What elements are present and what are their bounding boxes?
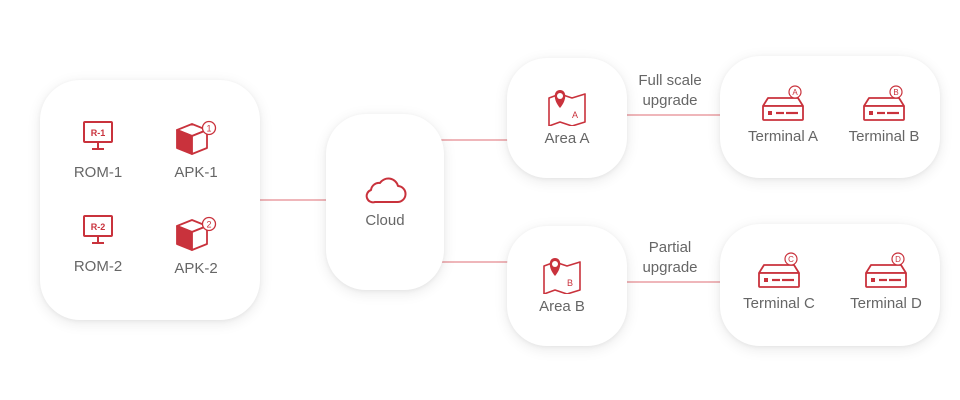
apk-badge: 1 (206, 124, 211, 134)
source-item-rom-1: R-1 ROM-1 (62, 120, 134, 181)
terminal-b-node: B Terminal B (839, 84, 929, 145)
rom-badge: R-2 (91, 222, 106, 232)
terminal-d-node: D Terminal D (841, 251, 931, 312)
cloud-node: Cloud (340, 174, 430, 229)
rom-badge: R-1 (91, 128, 106, 138)
edge-label-line: upgrade (642, 259, 698, 276)
area-b-node: B Area B (517, 254, 607, 315)
terminal-c-node: C Terminal C (734, 251, 824, 312)
edge-label-line: upgrade (642, 92, 698, 109)
map-pin-icon: B (543, 258, 581, 294)
terminal-device-icon: C (758, 252, 800, 288)
terminal-a-node: A Terminal A (738, 84, 828, 145)
source-item-label: APK-1 (174, 164, 218, 181)
source-item-label: ROM-1 (73, 164, 123, 181)
source-item-rom-2: R-2 ROM-2 (62, 214, 134, 275)
terminal-badge: B (893, 88, 898, 97)
terminal-label: Terminal C (743, 295, 815, 312)
edge-label-line: Partial (648, 239, 692, 256)
terminal-label: Terminal B (848, 128, 920, 145)
cloud-icon (365, 177, 407, 204)
area-label: Area A (544, 130, 590, 147)
source-item-label: ROM-2 (73, 258, 123, 275)
terminal-device-icon: A (762, 85, 804, 121)
area-badge: A (572, 110, 578, 120)
terminal-device-icon: D (865, 252, 907, 288)
source-item-label: APK-2 (174, 260, 218, 277)
terminal-device-icon: B (863, 85, 905, 121)
terminal-label: Terminal D (850, 295, 922, 312)
terminal-badge: C (788, 255, 794, 264)
edge-label-partial-upgrade: Partial upgrade (620, 238, 720, 278)
edge-label-line: Full scale (638, 72, 702, 89)
terminal-label: Terminal A (747, 128, 819, 145)
apk-badge: 2 (206, 220, 211, 230)
cloud-label: Cloud (365, 212, 405, 229)
terminal-badge: A (792, 88, 798, 97)
edge-label-full-scale-upgrade: Full scale upgrade (620, 71, 720, 111)
terminal-badge: D (895, 255, 901, 264)
area-a-node: A Area A (522, 86, 612, 147)
package-box-icon: 2 (176, 216, 217, 251)
map-pin-icon: A (548, 90, 586, 126)
area-badge: B (567, 278, 573, 288)
source-item-apk-1: 1 APK-1 (158, 120, 234, 181)
area-label: Area B (539, 298, 585, 315)
monitor-icon: R-2 (83, 215, 113, 244)
package-box-icon: 1 (176, 120, 217, 155)
source-group-card (40, 80, 260, 320)
monitor-icon: R-1 (83, 121, 113, 150)
source-item-apk-2: 2 APK-2 (158, 216, 234, 277)
